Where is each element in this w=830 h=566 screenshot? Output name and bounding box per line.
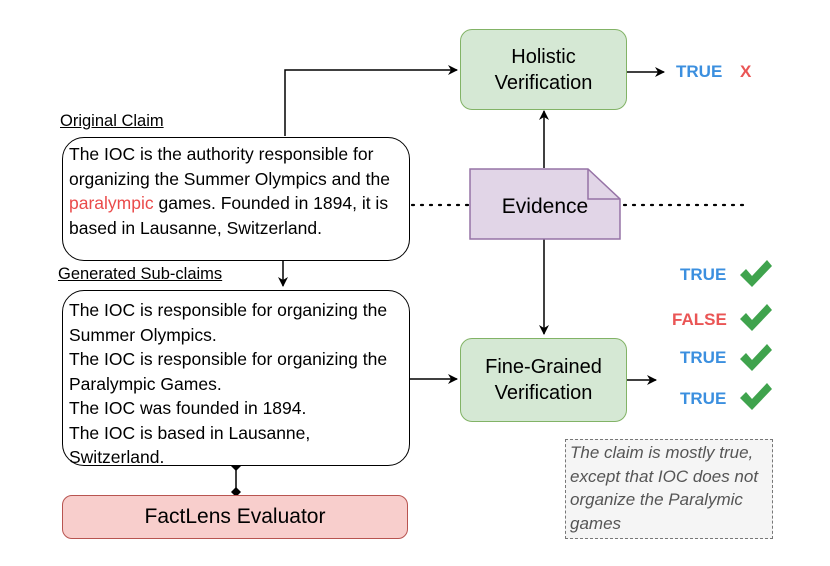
- sub-claim-item: The IOC was founded in 1894.: [69, 398, 307, 418]
- fine-grained-result-2: FALSE: [672, 310, 727, 329]
- check-icon: [740, 383, 772, 410]
- check-icon: [740, 344, 772, 371]
- holistic-result-label: TRUE: [676, 62, 723, 81]
- evidence-label: Evidence: [501, 195, 589, 218]
- sub-claims-label: Generated Sub-claims: [58, 265, 223, 283]
- sub-claim-item: The IOC is based in Lausanne, Switzerlan…: [69, 422, 311, 468]
- holistic-line2: Verification: [494, 71, 593, 94]
- fine-grained-line2: Verification: [494, 382, 593, 404]
- holistic-line1: Holistic: [511, 45, 576, 68]
- fine-grained-result-1: TRUE: [680, 265, 727, 284]
- original-claim-text-after: games. Founded in 1894, it is based in L…: [69, 193, 389, 238]
- arrow-claim-to-holistic: [284, 65, 458, 136]
- fine-grained-result-4: TRUE: [680, 389, 727, 408]
- factlens-evaluator-box: FactLens Evaluator: [62, 495, 408, 539]
- evidence-shape: [469, 168, 621, 240]
- sub-claims-box: The IOC is responsible for organizing th…: [62, 290, 410, 467]
- original-claim-label: Original Claim: [60, 112, 164, 130]
- sub-claim-item: The IOC is responsible for organizing th…: [69, 349, 388, 394]
- original-claim-box: The IOC is the authority responsible for…: [62, 137, 410, 261]
- original-claim-text-before: The IOC is the authority responsible for…: [69, 144, 390, 189]
- conclusion-note: The claim is mostly true, except that IO…: [565, 439, 773, 539]
- holistic-result-x-mark: X: [740, 62, 752, 81]
- check-icon: [740, 260, 772, 287]
- fine-grained-line1: Fine-Grained: [485, 356, 602, 378]
- original-claim-highlight: paralympic: [69, 193, 154, 213]
- sub-claim-item: The IOC is responsible for organizing th…: [69, 300, 388, 345]
- check-icon: [740, 304, 772, 331]
- fine-grained-verification-box: Fine-Grained Verification: [460, 338, 627, 422]
- fine-grained-result-3: TRUE: [680, 348, 727, 367]
- holistic-verification-box: Holistic Verification: [460, 29, 627, 110]
- evidence-fold: [587, 169, 620, 200]
